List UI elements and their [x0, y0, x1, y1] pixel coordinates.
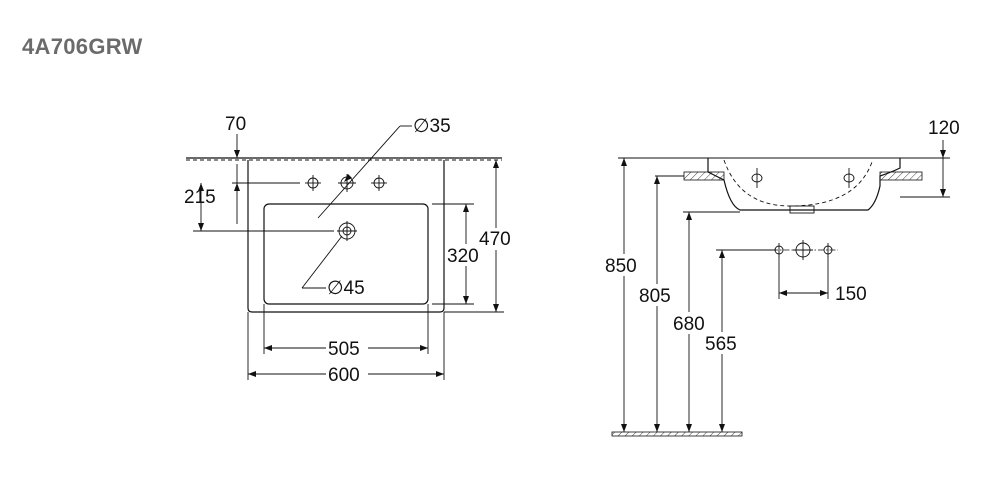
side-drain-hole-icon [843, 168, 855, 188]
drain-stub [789, 205, 815, 214]
bowl-outline [263, 203, 429, 305]
connection-height-dimension: 565 [705, 334, 737, 355]
total-height-dimension: 850 [605, 256, 637, 277]
tap-hole-diameter: ∅35 [413, 116, 451, 137]
connection-hole-center-icon [793, 240, 813, 260]
front-view: ∅35 ∅45 70 215 320 470 [184, 114, 520, 386]
leader-tap-hole [317, 125, 401, 219]
side-tap-hole-icon [751, 168, 763, 188]
floor-line [611, 431, 743, 437]
connection-spacing-dimension: 150 [835, 284, 867, 305]
connection-hole-left-icon [774, 243, 784, 257]
inner-width-dimension: 505 [328, 339, 360, 360]
outer-depth-dimension: 470 [479, 229, 511, 250]
tap-hole-left-icon [305, 175, 321, 191]
rim-height-dimension: 120 [928, 118, 960, 139]
side-view: 120 850 805 680 565 [604, 118, 960, 437]
drain-hole-diameter: ∅45 [327, 278, 365, 299]
basin-outline [247, 160, 445, 313]
drain-hole-icon [337, 221, 357, 241]
connection-hole-right-icon [823, 243, 833, 257]
bracket-left [683, 171, 725, 181]
tap-hole-right-icon [371, 175, 387, 191]
outer-width-dimension: 600 [328, 365, 360, 386]
top-offset-dimension: 70 [225, 114, 246, 135]
inner-depth-dimension: 320 [447, 246, 479, 267]
bracket-height-dimension: 805 [639, 286, 671, 307]
model-title: 4A706GRW [22, 34, 143, 59]
bowl-profile-hidden [723, 159, 873, 207]
basin-profile [707, 158, 901, 211]
leader-drain-hole [301, 235, 343, 289]
tap-height-dimension: 215 [184, 187, 216, 208]
underside-height-dimension: 680 [673, 314, 705, 335]
